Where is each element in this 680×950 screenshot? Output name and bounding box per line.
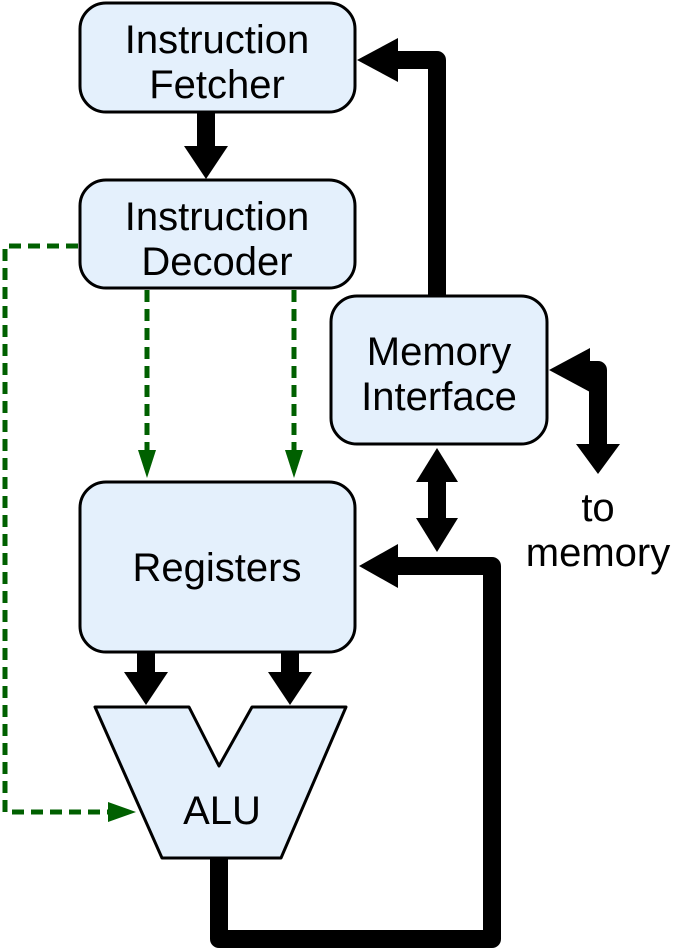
to-label: to [581, 486, 614, 530]
memory-interface-block: Memory Interface [329, 294, 549, 446]
control-arrowheads [108, 450, 303, 822]
alu-block: ALU [93, 705, 348, 860]
control-lines [2, 243, 297, 815]
memory-label: memory [526, 531, 670, 575]
data-arrowheads [124, 38, 620, 705]
memory-interface-label-line1: Memory [367, 330, 511, 374]
instruction-decoder-block: Instruction Decoder [78, 178, 357, 290]
memory-to-external [588, 361, 607, 446]
decoder-to-alu-control [2, 243, 108, 815]
alu-label: ALU [183, 789, 261, 833]
memory-to-fetcher [395, 51, 446, 296]
external-memory-label: to memory [526, 486, 670, 575]
fetcher-label-line1: Instruction [125, 18, 310, 62]
fetcher-label-line2: Fetcher [149, 63, 285, 107]
instruction-fetcher-block: Instruction Fetcher [78, 1, 357, 114]
decoder-label-line2: Decoder [141, 240, 292, 284]
memory-interface-label-line2: Interface [361, 375, 517, 419]
registers-label: Registers [133, 546, 302, 590]
decoder-label-line1: Instruction [125, 195, 310, 239]
registers-block: Registers [78, 480, 357, 654]
alu-to-registers [210, 557, 501, 948]
